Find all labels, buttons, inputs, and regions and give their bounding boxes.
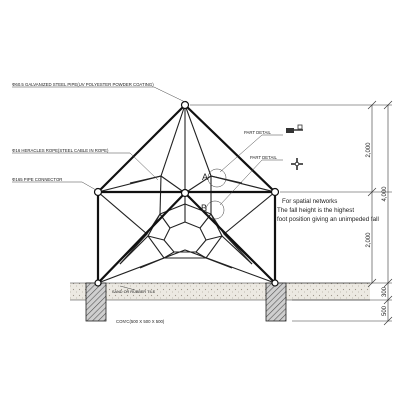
part-detail-b-label: PART DETAIL — [250, 155, 278, 160]
dimension-upper-2000: 2,000 — [366, 142, 372, 158]
dimension-lower-2000: 2,000 — [366, 232, 372, 248]
part-detail-a-label: PART DETAIL — [244, 130, 272, 135]
right-pipe-connector — [270, 187, 280, 197]
dimension-lines — [190, 100, 393, 326]
note-line-3: foot position giving an unimpeded fall — [277, 216, 379, 223]
ground-material-label: SAND OR RUBBER TILE — [112, 290, 156, 294]
leader-lines — [12, 86, 283, 291]
ground-sand-band — [70, 283, 370, 300]
left-base-connector — [94, 279, 102, 287]
detail-a-marker-circle — [207, 168, 227, 188]
rope-material-label: Φ16 HERACLES ROPE(STEEL CABLE IN ROPE) — [12, 148, 109, 153]
detail-b-marker-circle — [205, 200, 225, 220]
footing-spec-label: CON'C(500 X 500 X 500) — [116, 319, 165, 324]
dimension-ground-300: 300 — [382, 286, 388, 297]
right-footing — [265, 282, 287, 322]
detail-b-marker-label: B — [201, 203, 207, 213]
detail-a-marker-label: A — [202, 172, 208, 182]
right-base-connector — [271, 279, 279, 287]
note-line-2: The fall height is the highest — [277, 207, 354, 214]
steel-pipe-frame — [96, 103, 277, 285]
center-pipe-connector — [180, 188, 190, 198]
dimension-total-4000: 4,000 — [382, 186, 388, 202]
rope-clamp-detail-icon — [286, 124, 303, 133]
left-footing — [85, 282, 107, 322]
dimension-footing-500: 500 — [382, 305, 388, 316]
pipe-connector-label: Φ165 PIPE CONNECTOR — [12, 177, 62, 182]
top-pipe-connector — [180, 100, 190, 110]
cross-connector-detail-icon — [291, 158, 303, 170]
pipe-material-label: Φ60.5 GALVANIZED STEEL PIPE(UV POLYESTER… — [12, 82, 154, 87]
fall-height-note: For spatial networks The fall height is … — [277, 198, 379, 223]
left-pipe-connector — [93, 187, 103, 197]
note-line-1: For spatial networks — [282, 198, 337, 205]
